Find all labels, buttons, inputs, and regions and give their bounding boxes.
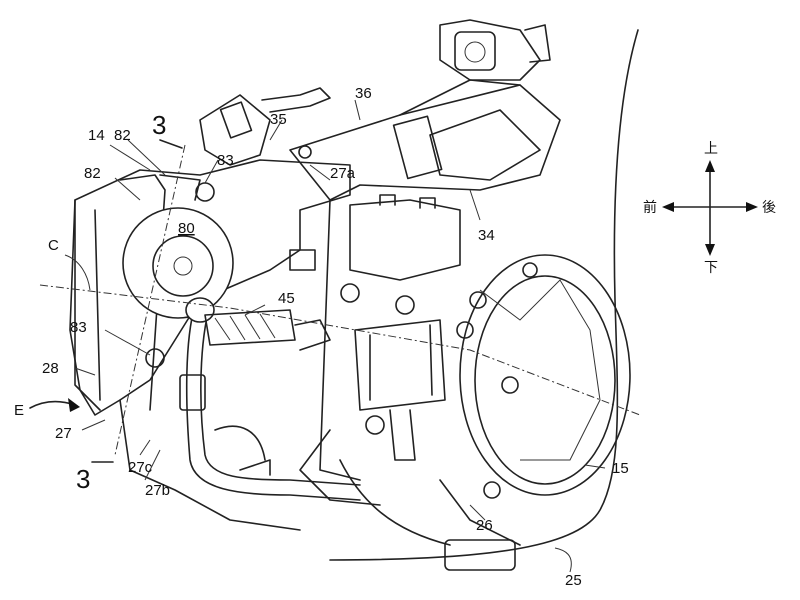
cylinder-head	[69, 159, 351, 416]
label-c: C	[48, 237, 59, 254]
label-83-left: 83	[70, 319, 87, 336]
label-26: 26	[476, 517, 493, 534]
label-27a: 27a	[330, 165, 356, 182]
injector-connector	[199, 87, 331, 166]
label-35: 35	[270, 111, 287, 128]
label-25: 25	[565, 572, 582, 589]
label-45: 45	[278, 290, 295, 307]
crankcase-cover	[459, 254, 631, 499]
section-line	[114, 144, 186, 456]
center-block	[299, 194, 461, 506]
frame-outline	[329, 29, 639, 561]
label-28: 28	[42, 360, 59, 377]
coolant-hose	[179, 297, 361, 501]
label-83-top: 83	[217, 152, 234, 169]
c-leader	[64, 254, 91, 291]
label-34: 34	[478, 227, 495, 244]
label-36: 36	[355, 85, 372, 102]
axis-line-c	[39, 284, 641, 416]
round-cap	[122, 207, 234, 319]
label-e: E	[14, 402, 24, 419]
direction-rear: 後	[762, 200, 776, 216]
arrow-e	[29, 400, 76, 409]
label-3-bottom: 3	[76, 464, 90, 494]
direction-compass	[662, 160, 758, 256]
section-arrow-top	[159, 139, 183, 149]
label-14: 14	[88, 127, 105, 144]
oxygen-sensor	[204, 309, 331, 351]
direction-front: 前	[643, 199, 657, 216]
arrow-e-head	[68, 398, 80, 412]
label-3-top: 3	[152, 110, 166, 140]
direction-up: 上	[704, 141, 718, 157]
leader-lines	[74, 99, 606, 573]
label-82-top: 82	[114, 127, 131, 144]
lower-body	[119, 249, 521, 571]
label-27b: 27b	[145, 482, 170, 499]
direction-down: 下	[704, 260, 718, 276]
intake-duct	[289, 19, 561, 201]
label-82-left: 82	[84, 165, 101, 182]
label-27c: 27c	[128, 459, 153, 476]
label-27: 27	[55, 425, 72, 442]
label-80: 80	[178, 220, 195, 237]
label-15: 15	[612, 460, 629, 477]
